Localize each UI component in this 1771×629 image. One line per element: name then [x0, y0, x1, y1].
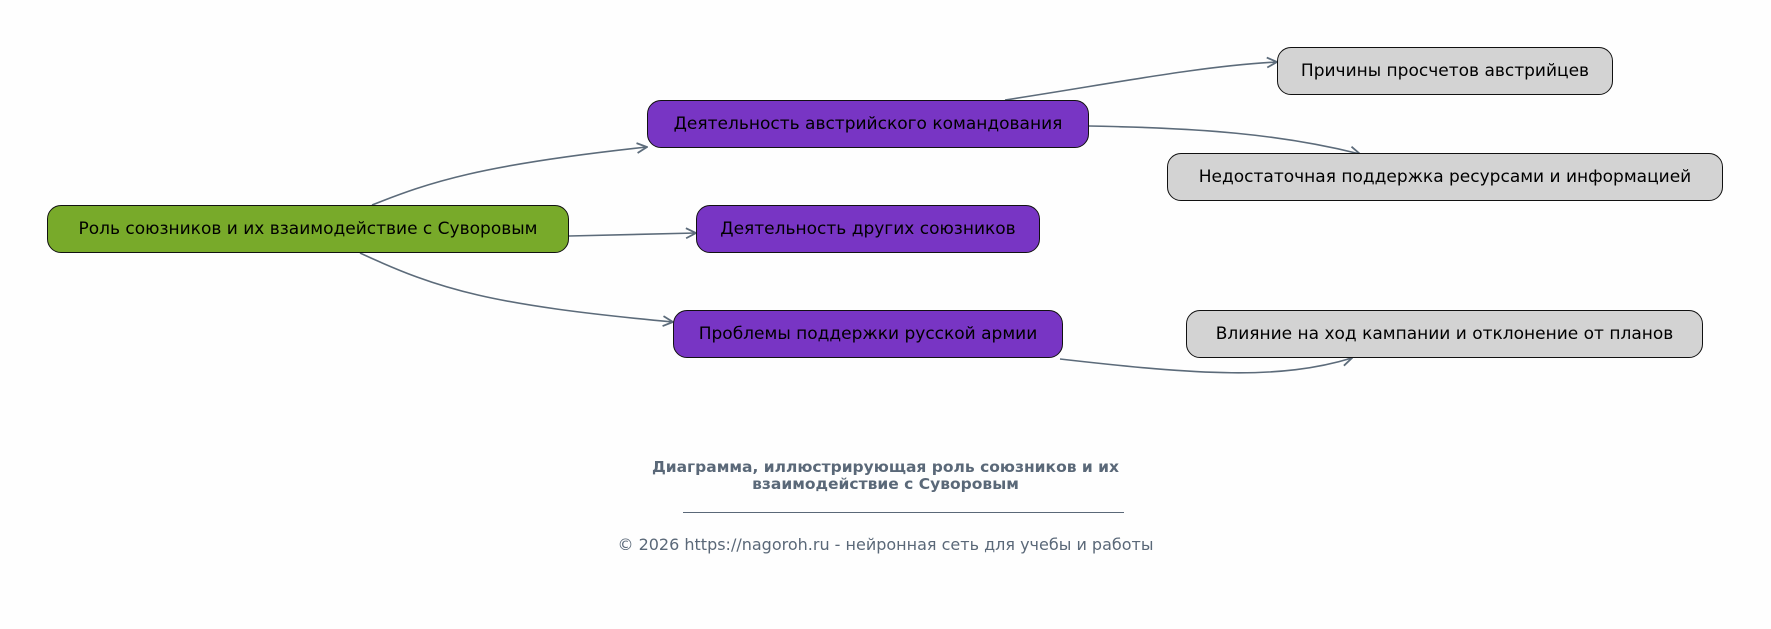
edge-root-to-support-problems	[359, 252, 673, 322]
edge-root-to-austrian-command	[371, 147, 647, 206]
edge-support-to-campaign-impact	[1059, 358, 1352, 374]
leaf-node-label: Причины просчетов австрийцев	[1300, 61, 1590, 81]
caption-title-line2: взаимодействие с Суворовым	[752, 475, 1019, 493]
branch-node-austrian-command[interactable]: Деятельность австрийского командования	[647, 100, 1089, 148]
leaf-node-label: Недостаточная поддержка ресурсами и инфо…	[1198, 167, 1692, 187]
branch-node-other-allies[interactable]: Деятельность других союзников	[696, 205, 1040, 253]
branch-node-label: Проблемы поддержки русской армии	[698, 324, 1038, 344]
edge-austrian-to-miscalculations	[1004, 62, 1277, 101]
edge-austrian-to-insufficient-support	[1088, 125, 1360, 154]
caption-divider	[683, 512, 1124, 513]
branch-node-label: Деятельность других союзников	[720, 219, 1016, 239]
leaf-node-campaign-impact[interactable]: Влияние на ход кампании и отклонение от …	[1186, 310, 1703, 358]
branch-node-label: Деятельность австрийского командования	[673, 114, 1063, 134]
leaf-node-miscalculations[interactable]: Причины просчетов австрийцев	[1277, 47, 1613, 95]
leaf-node-insufficient-support[interactable]: Недостаточная поддержка ресурсами и инфо…	[1167, 153, 1723, 201]
caption-title-line1: Диаграмма, иллюстрирующая роль союзников…	[651, 458, 1120, 476]
root-node-label: Роль союзников и их взаимодействие с Сув…	[78, 219, 538, 239]
edge-root-to-other-allies	[568, 233, 696, 236]
leaf-node-label: Влияние на ход кампании и отклонение от …	[1215, 324, 1674, 344]
root-node[interactable]: Роль союзников и их взаимодействие с Сув…	[47, 205, 569, 253]
branch-node-support-problems[interactable]: Проблемы поддержки русской армии	[673, 310, 1063, 358]
footer-copyright: © 2026 https://nagoroh.ru - нейронная се…	[617, 535, 1154, 554]
